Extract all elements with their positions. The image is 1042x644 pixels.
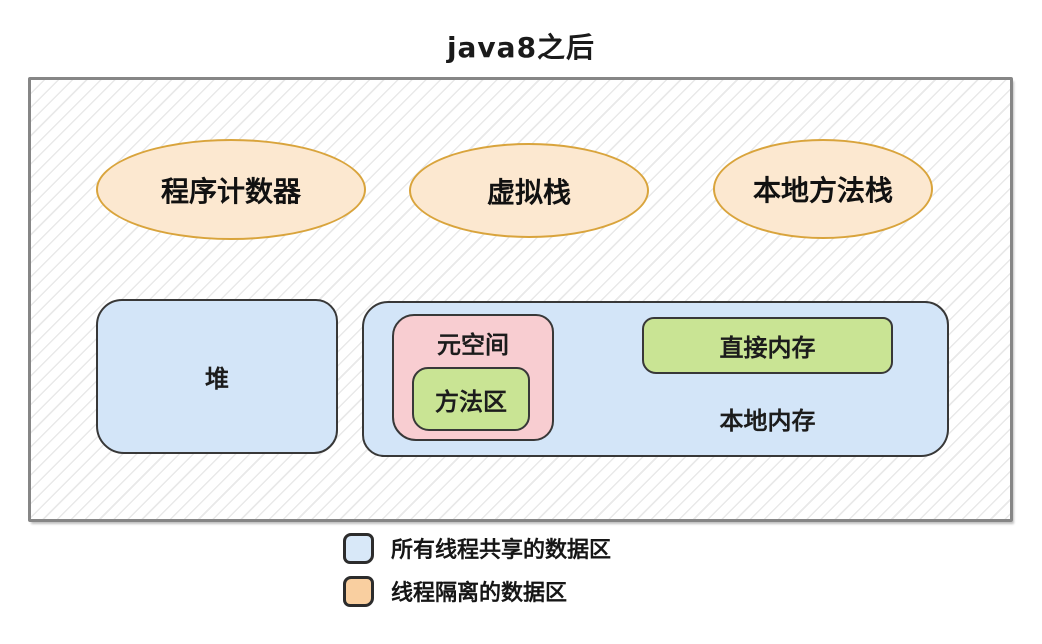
ellipse-program-counter: 程序计数器 [96,139,366,240]
direct-memory-box: 直接内存 [642,317,893,374]
legend-item-isolated: 线程隔离的数据区 [343,575,567,607]
direct-memory-label: 直接内存 [719,334,816,362]
shared-area-swatch [343,532,374,564]
method-area-label: 方法区 [435,387,507,416]
page-title: java8之后 [446,31,596,64]
metaspace-label: 元空间 [437,331,509,359]
ellipse-native-method-stack: 本地方法栈 [713,139,933,239]
ellipse-vm-stack: 虚拟栈 [409,143,649,238]
native-method-stack-label: 本地方法栈 [752,174,893,207]
heap-label: 堆 [205,365,229,393]
native-memory-label: 本地内存 [719,407,816,435]
legend-shared-label: 所有线程共享的数据区 [391,538,612,563]
legend-item-shared: 所有线程共享的数据区 [343,532,611,564]
vm-stack-label: 虚拟栈 [486,175,571,209]
method-area-box: 方法区 [412,367,530,431]
heap-box: 堆 [96,299,338,454]
isolated-area-swatch [343,575,374,607]
program-counter-label: 程序计数器 [160,174,301,208]
legend-isolated-label: 线程隔离的数据区 [391,581,568,606]
